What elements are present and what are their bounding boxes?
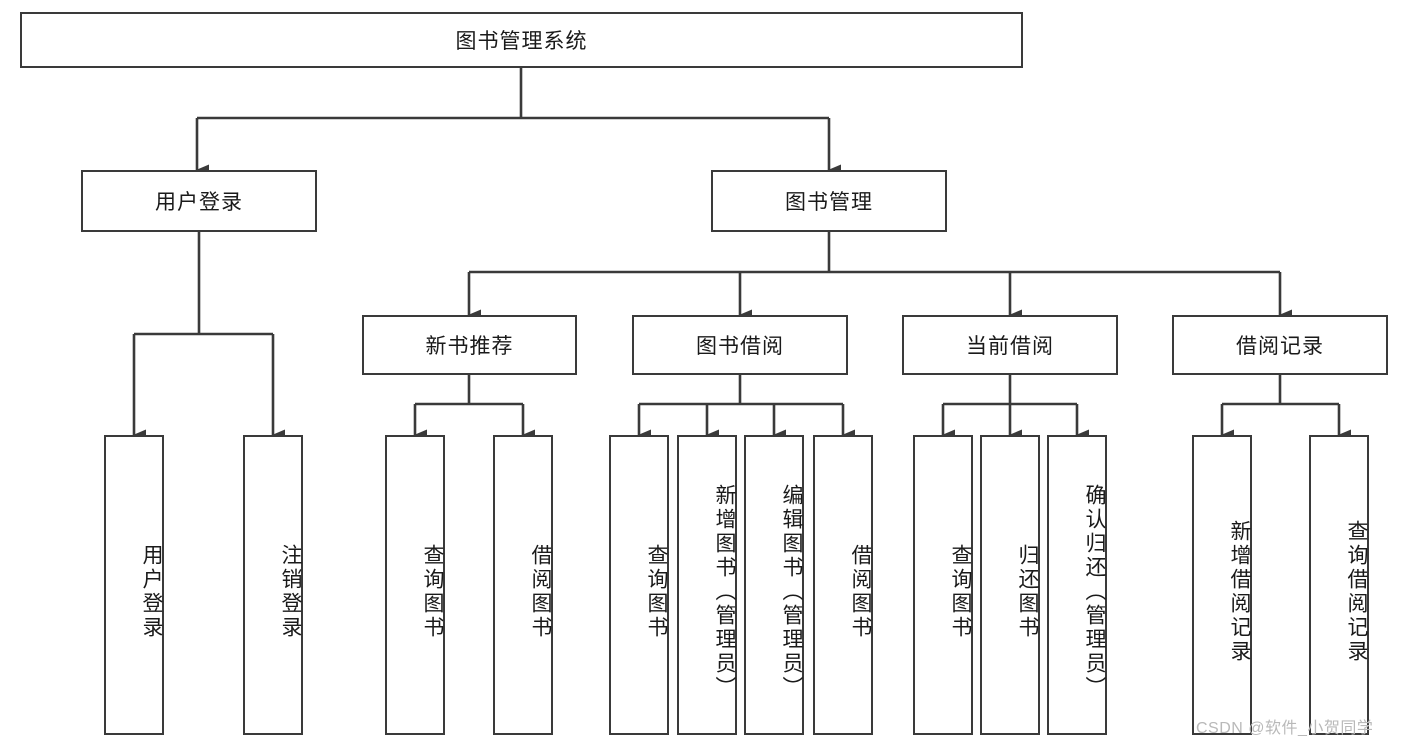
leaf-add-book[interactable]: 新增图书（管理员） — [677, 435, 737, 735]
node-borrow-record[interactable]: 借阅记录 — [1172, 315, 1388, 375]
leaf-borrow-book-2[interactable]: 借阅图书 — [813, 435, 873, 735]
node-user-login[interactable]: 用户登录 — [81, 170, 317, 232]
node-current-borrow[interactable]: 当前借阅 — [902, 315, 1118, 375]
leaf-borrow-book-1[interactable]: 借阅图书 — [493, 435, 553, 735]
leaf-user-logout[interactable]: 注销登录 — [243, 435, 303, 735]
leaf-query-record[interactable]: 查询借阅记录 — [1309, 435, 1369, 735]
leaf-query-book-3[interactable]: 查询图书 — [913, 435, 973, 735]
node-book-borrow[interactable]: 图书借阅 — [632, 315, 848, 375]
node-book-manage[interactable]: 图书管理 — [711, 170, 947, 232]
leaf-query-book-2[interactable]: 查询图书 — [609, 435, 669, 735]
csdn-watermark: CSDN @软件_小贺同学 — [1196, 720, 1374, 737]
leaf-add-record[interactable]: 新增借阅记录 — [1192, 435, 1252, 735]
node-new-book-rec[interactable]: 新书推荐 — [362, 315, 577, 375]
leaf-return-book[interactable]: 归还图书 — [980, 435, 1040, 735]
leaf-edit-book[interactable]: 编辑图书（管理员） — [744, 435, 804, 735]
leaf-query-book-1[interactable]: 查询图书 — [385, 435, 445, 735]
leaf-confirm-return[interactable]: 确认归还（管理员） — [1047, 435, 1107, 735]
node-root[interactable]: 图书管理系统 — [20, 12, 1023, 68]
leaf-user-login[interactable]: 用户登录 — [104, 435, 164, 735]
